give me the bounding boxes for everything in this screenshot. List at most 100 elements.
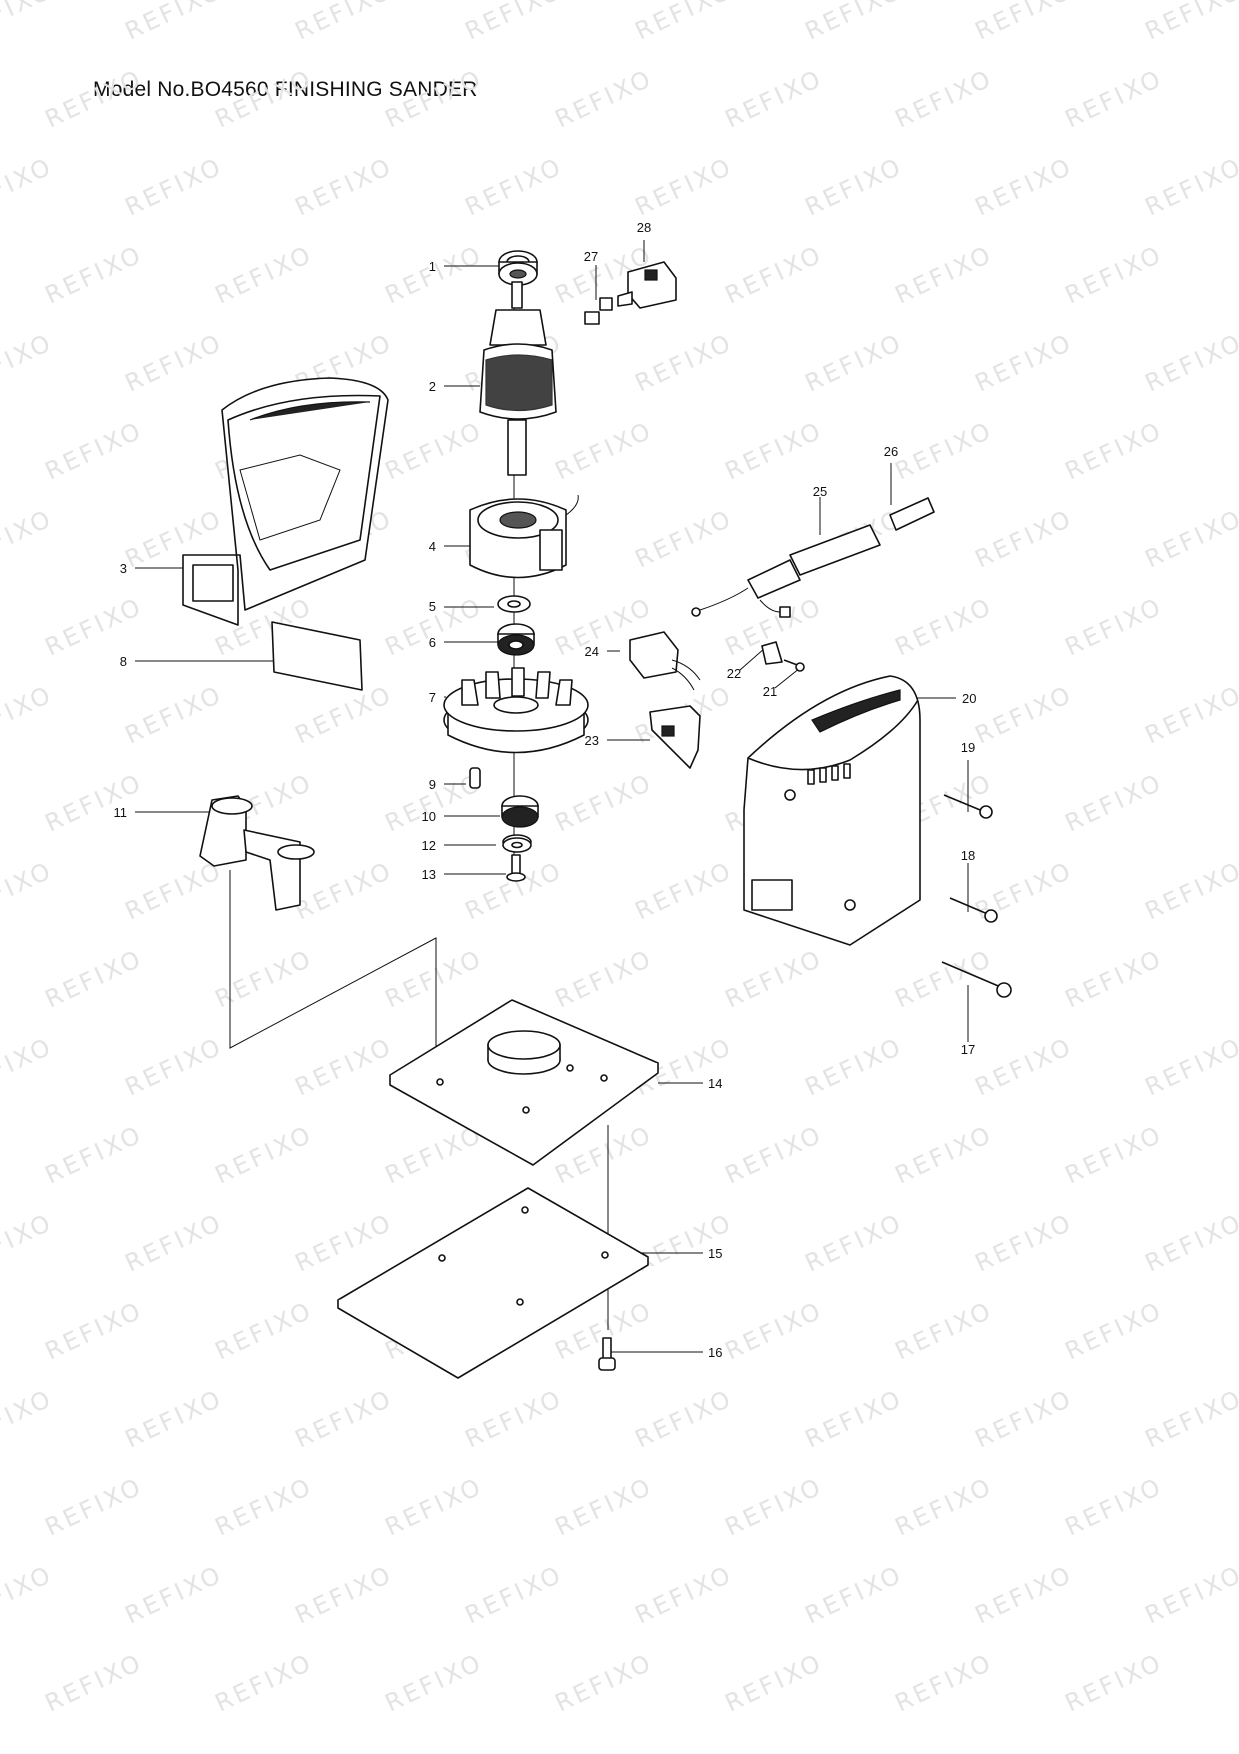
- watermark-text: REFIXO: [41, 592, 148, 662]
- part-label-26: 26: [884, 444, 898, 459]
- watermark-text: REFIXO: [891, 1296, 998, 1366]
- part-label-6: 6: [429, 635, 436, 650]
- part-label-20: 20: [962, 691, 976, 706]
- part-label-1: 1: [429, 259, 436, 274]
- watermark-text: REFIXO: [291, 680, 398, 750]
- part-label-12: 12: [422, 838, 436, 853]
- watermark-text: REFIXO: [631, 856, 738, 926]
- watermark-text: REFIXO: [461, 152, 568, 222]
- watermark-text: REFIXO: [551, 1472, 658, 1542]
- watermark-text: REFIXO: [291, 1560, 398, 1630]
- watermark-text: REFIXO: [1061, 240, 1168, 310]
- watermark-text: REFIXO: [551, 64, 658, 134]
- watermark-text: REFIXO: [891, 416, 998, 486]
- watermark-text: REFIXO: [1141, 1208, 1239, 1278]
- watermark-text: REFIXO: [211, 944, 318, 1014]
- watermark-text: REFIXO: [1061, 592, 1168, 662]
- watermark-text: REFIXO: [1141, 152, 1239, 222]
- watermark-text: REFIXO: [1061, 1472, 1168, 1542]
- watermark-text: REFIXO: [631, 328, 738, 398]
- watermark-text: REFIXO: [801, 0, 908, 45]
- watermark-text: REFIXO: [0, 1208, 57, 1278]
- watermark-text: REFIXO: [381, 1472, 488, 1542]
- page-title: Model No.BO4560 FINISHING SANDER: [93, 78, 478, 101]
- watermark-text: REFIXO: [631, 1384, 738, 1454]
- watermark-text: REFIXO: [211, 1296, 318, 1366]
- part-label-18: 18: [961, 848, 975, 863]
- watermark-text: REFIXO: [1061, 1648, 1168, 1718]
- watermark-text: REFIXO: [721, 1472, 828, 1542]
- watermark-text: REFIXO: [551, 416, 658, 486]
- watermark-text: REFIXO: [121, 856, 228, 926]
- watermark-text: REFIXO: [1141, 856, 1239, 926]
- fan-part: [443, 667, 589, 754]
- watermark-text: REFIXO: [971, 152, 1078, 222]
- watermark-text: REFIXO: [1061, 1120, 1168, 1190]
- watermark-text: REFIXO: [551, 944, 658, 1014]
- watermark-text: REFIXO: [1141, 1032, 1239, 1102]
- watermark-text: REFIXO: [0, 856, 57, 926]
- part-label-22: 22: [727, 666, 741, 681]
- watermark-text: REFIXO: [211, 240, 318, 310]
- watermark-text: REFIXO: [801, 1384, 908, 1454]
- watermark-text: REFIXO: [971, 680, 1078, 750]
- watermark-text: REFIXO: [1141, 680, 1239, 750]
- watermark-text: REFIXO: [41, 416, 148, 486]
- watermark-text: REFIXO: [121, 1208, 228, 1278]
- screw-part: [506, 854, 526, 882]
- part-label-7: 7: [429, 690, 436, 705]
- watermark-text: REFIXO: [461, 0, 568, 45]
- part-label-13: 13: [422, 867, 436, 882]
- watermark-text: REFIXO: [1061, 944, 1168, 1014]
- watermark-text: REFIXO: [721, 1648, 828, 1718]
- watermark-text: REFIXO: [1061, 768, 1168, 838]
- part-label-27: 27: [584, 249, 598, 264]
- watermark-text: REFIXO: [801, 1560, 908, 1630]
- watermark-text: REFIXO: [381, 240, 488, 310]
- watermark-text: REFIXO: [381, 416, 488, 486]
- watermark-text: REFIXO: [551, 1648, 658, 1718]
- watermark-text: REFIXO: [121, 1560, 228, 1630]
- noise-suppressor-part: [629, 631, 701, 691]
- watermark-text: REFIXO: [971, 0, 1078, 45]
- watermark-text: REFIXO: [121, 1032, 228, 1102]
- part-label-14: 14: [708, 1076, 722, 1091]
- brush-holder-part: [617, 261, 677, 309]
- part-label-16: 16: [708, 1345, 722, 1360]
- watermark-text: REFIXO: [891, 1472, 998, 1542]
- part-label-10: 10: [422, 809, 436, 824]
- watermark-text: REFIXO: [121, 680, 228, 750]
- part-label-23: 23: [585, 733, 599, 748]
- watermark-text: REFIXO: [121, 1384, 228, 1454]
- part-number-labels: 1234567891011121314151617181920212223242…: [114, 220, 977, 1360]
- watermark-text: REFIXO: [1141, 328, 1239, 398]
- part-label-4: 4: [429, 539, 436, 554]
- watermark-text: REFIXO: [891, 1648, 998, 1718]
- watermark-text: REFIXO: [631, 1208, 738, 1278]
- watermark-text: REFIXO: [381, 944, 488, 1014]
- part-label-25: 25: [813, 484, 827, 499]
- bearing-part: [497, 623, 535, 656]
- watermark-text: REFIXO: [891, 64, 998, 134]
- watermark-text: REFIXO: [0, 1560, 57, 1630]
- watermark-text: REFIXO: [291, 1384, 398, 1454]
- watermark-text: REFIXO: [721, 64, 828, 134]
- cord-part: [691, 497, 935, 618]
- watermark-text: REFIXO: [381, 64, 488, 134]
- pin-part: [469, 767, 481, 789]
- bearing-top-part: [498, 250, 538, 286]
- watermark-text: REFIXO: [211, 64, 318, 134]
- part-label-28: 28: [637, 220, 651, 235]
- watermark-text: REFIXO: [721, 944, 828, 1014]
- watermark-text: REFIXO: [41, 768, 148, 838]
- watermark-text: REFIXO: [121, 152, 228, 222]
- part-label-19: 19: [961, 740, 975, 755]
- part-label-9: 9: [429, 777, 436, 792]
- watermark-text: REFIXO: [41, 240, 148, 310]
- watermark-text: REFIXO: [971, 1208, 1078, 1278]
- part-label-8: 8: [120, 654, 127, 669]
- field-part: [469, 494, 579, 579]
- watermark-layer: REFIXO REFIXO REFIXO REFIXO REFIXO REFIXO REFI…: [0, 0, 1239, 1717]
- screws-right-part: [941, 794, 1012, 998]
